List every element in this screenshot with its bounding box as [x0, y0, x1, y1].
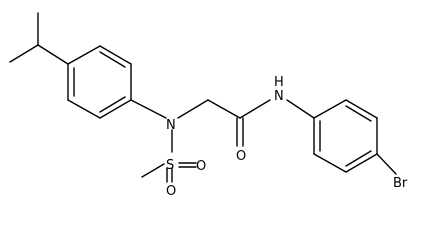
structure-svg: N S O O O N H Br — [9, 12, 408, 199]
bond — [345, 150, 372, 167]
atom-label-br: Br — [393, 176, 408, 191]
isopropylphenyl-ring — [67, 45, 132, 119]
bond — [345, 105, 372, 122]
atom-label-h: H — [274, 75, 284, 90]
bond — [313, 153, 347, 173]
bond — [99, 99, 132, 119]
bond — [239, 99, 271, 119]
bond — [376, 153, 397, 175]
bond — [67, 45, 101, 65]
atom-label-o: O — [166, 184, 176, 199]
isopropyl-group — [9, 12, 69, 65]
bond — [99, 45, 132, 65]
sulfonyl-oxygens — [166, 162, 197, 183]
structure-diagram: N S O O O N H Br — [9, 12, 408, 199]
atom-label-n: N — [166, 118, 176, 133]
bond — [37, 44, 69, 65]
bond — [99, 51, 126, 68]
atom-label-o: O — [196, 159, 206, 174]
bond — [130, 99, 167, 119]
bond — [286, 99, 315, 119]
atom-label-s: S — [166, 158, 174, 173]
atom-label-o: O — [236, 149, 246, 164]
bond — [9, 44, 39, 63]
bond — [141, 163, 165, 178]
atom-label-nh: N — [274, 89, 284, 104]
bond — [345, 153, 378, 173]
bond — [99, 96, 126, 113]
bond — [67, 99, 101, 119]
bond — [345, 99, 378, 119]
bond — [313, 99, 347, 119]
bond — [207, 99, 241, 119]
bond — [177, 99, 209, 119]
bromophenyl-ring — [313, 99, 378, 173]
